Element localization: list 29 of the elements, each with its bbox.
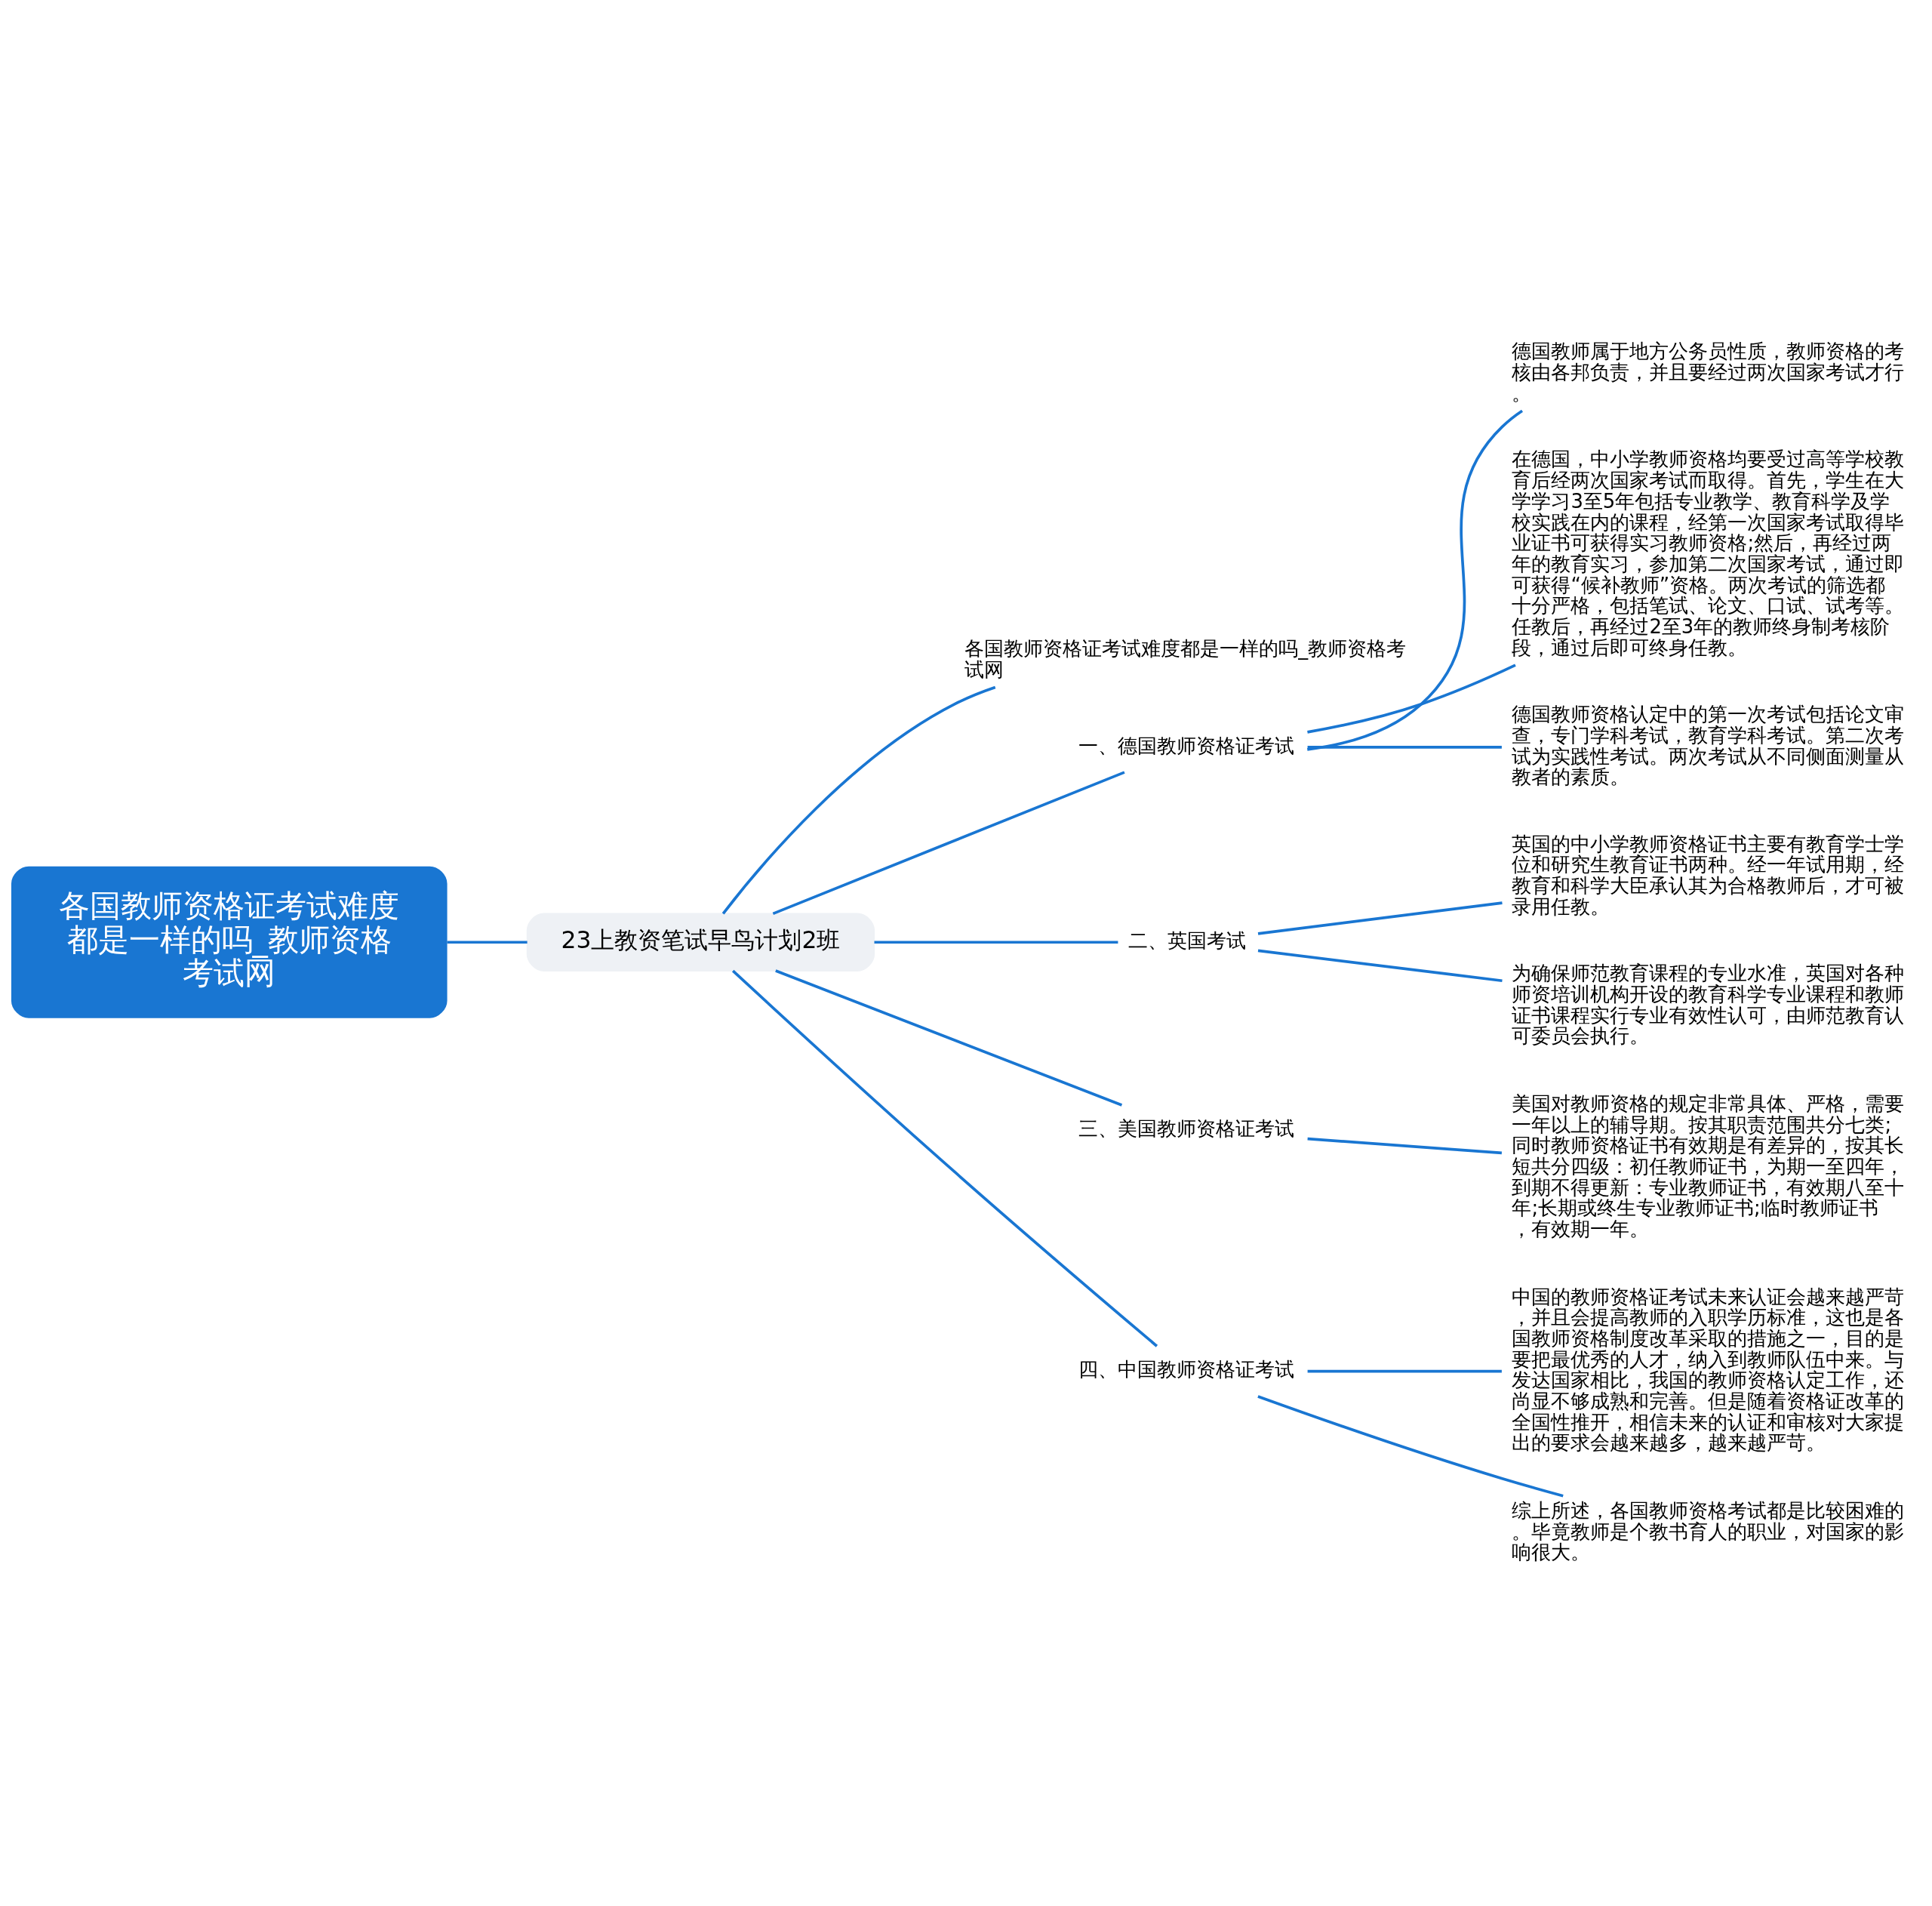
connector: [1257, 901, 1503, 935]
node-text: 一、德国教师资格证考试: [1078, 734, 1295, 757]
node-text: 德国教师资格认定中的第一次考试包括论文审查，专门学科考试，教育学科考试。第二次考试为实践性考试。两次考试从不同侧面测量从教者的素质。: [1512, 702, 1905, 788]
connector: [1307, 663, 1516, 734]
connector: [1307, 1369, 1502, 1372]
connector: [1307, 409, 1524, 751]
node-text: 英国的中小学教师资格证书主要有教育学士学位和研究生教育证书两种。经一年试用期，经教育和科学大臣承认其为合格教师后，才可被录用任教。: [1512, 832, 1905, 918]
connector: [1257, 1394, 1564, 1498]
node-text: 综上所述，各国教师资格考试都是比较困难的。毕竟教师是个教书育人的职业，对国家的影响很大。: [1512, 1498, 1905, 1563]
connector: [447, 940, 528, 944]
connector: [775, 968, 1123, 1107]
connector: [1257, 949, 1503, 982]
node-text: 美国对教师资格的规定非常具体、严格，需要一年以上的辅导期。按其职责范围共分七类;同时教师资格证书有效期是有差异的，按其长短共分四级：初任教师证书，为期一至四年，到期不得更新：专业教师证书，有效期八至十年;长期或终生专业教师证书;临时教师证书，有效期一年。: [1512, 1092, 1905, 1240]
connector: [772, 770, 1125, 915]
connector: [874, 940, 1118, 944]
node-text: 三、美国教师资格证考试: [1078, 1116, 1295, 1140]
node-text: 为确保师范教育课程的专业水准，英国对各种师资培训机构开设的教育科学专业课程和教师证书课程实行专业有效性认可，由师范教育认可委员会执行。: [1512, 961, 1905, 1047]
node-box: 各国教师资格证考试难度都是一样的吗_教师资格考试网: [11, 866, 448, 1018]
node-text: 德国教师属于地方公务员性质，教师资格的考核由各邦负责，并且要经过两次国家考试才行。: [1512, 339, 1905, 405]
connector: [721, 685, 996, 914]
node-box: 23上教资笔试早鸟计划2班: [526, 912, 875, 971]
node-text: 中国的教师资格证考试未来认证会越来越严苛，并且会提高教师的入职学历标准，这也是各国教师资格制度改革采取的措施之一，目的是要把最优秀的人才，纳入到教师队伍中来。与发达国家相比，我国的教师资格认定工作，还尚显不够成熟和完善。但是随着资格证改革的全国性推开，相信未来的认证和审核对大家提出的要求会越来越多，越来越严苛。: [1512, 1285, 1905, 1454]
node-text: 二、英国考试: [1128, 928, 1246, 952]
connector: [731, 969, 1158, 1347]
connector: [1307, 745, 1502, 749]
node-text: 四、中国教师资格证考试: [1078, 1357, 1295, 1381]
connector: [1307, 1137, 1503, 1154]
node-text: 在德国，中小学教师资格均要受过高等学校教育后经两次国家考试而取得。首先，学生在大学学习3至5年包括专业教学、教育科学及学校实践在内的课程，经第一次国家考试取得毕业证书可获得实习教师资格;然后，再经过两年的教育实习，参加第二次国家考试，通过即可获得“候补教师”资格。两次考试的筛选都十分严格，包括笔试、论文、口试、试考等。任教后，再经过2至3年的教师终身制考核阶段，通过后即可终身任教。: [1512, 447, 1905, 659]
node-text: 各国教师资格证考试难度都是一样的吗_教师资格考试网: [964, 636, 1407, 681]
